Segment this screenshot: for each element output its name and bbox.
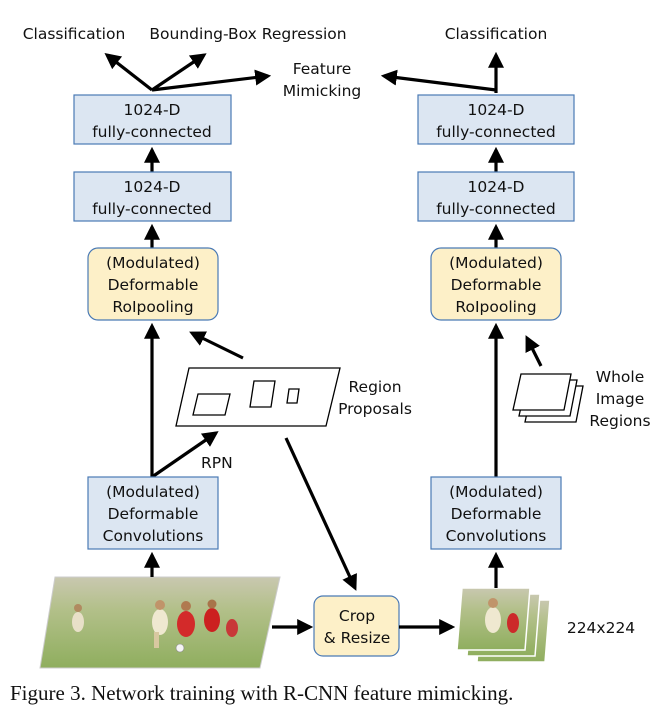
left-fc-bottom-line2: fully-connected (92, 200, 212, 218)
left-fc-bottom-box (73, 171, 232, 222)
left-bbox-regression-label: Bounding-Box Regression (149, 25, 346, 43)
right-roipool-line1: (Modulated) (449, 254, 543, 272)
right-fc-bottom-box (417, 171, 575, 222)
region-proposals-line1: Region (348, 378, 401, 396)
right-roipool-line2: Deformable (451, 276, 542, 294)
whole-image-regions-icon (512, 373, 584, 423)
right-fc-top-line1: 1024-D (468, 101, 525, 119)
right-fc-top-line2: fully-connected (436, 123, 556, 141)
arrow-right-to-mimicking (380, 69, 497, 92)
left-roipool-line3: RoIpooling (112, 298, 193, 316)
figure-caption: Figure 3. Network training with R-CNN fe… (10, 681, 513, 705)
left-fc-bottom-line1: 1024-D (124, 178, 181, 196)
arrow-rpn (151, 431, 219, 479)
left-conv-box (87, 476, 219, 550)
arrow-left-to-mimicking (151, 69, 272, 92)
right-conv-line2: Deformable (451, 505, 542, 523)
crop-resize-line2: & Resize (324, 629, 391, 647)
left-conv-line2: Deformable (108, 505, 199, 523)
right-conv-line3: Convolutions (446, 527, 547, 545)
whole-image-line2: Image (596, 390, 645, 408)
arrow-to-left-classification (104, 53, 153, 92)
left-fc-top-line1: 1024-D (124, 101, 181, 119)
right-fc-bottom-line2: fully-connected (436, 200, 556, 218)
left-roipool-line1: (Modulated) (106, 254, 200, 272)
left-classification-label: Classification (23, 25, 126, 43)
right-roipool-line3: RoIpooling (455, 298, 536, 316)
left-roipool-line2: Deformable (108, 276, 199, 294)
region-proposals-line2: Proposals (338, 400, 412, 418)
feature-mimicking-line2: Mimicking (283, 82, 362, 100)
right-roipool-box (430, 247, 562, 321)
arrow-to-bbox-regression (151, 53, 207, 92)
right-conv-box (430, 476, 562, 550)
left-conv-line3: Convolutions (103, 527, 204, 545)
right-conv-line1: (Modulated) (449, 483, 543, 501)
rpn-label: RPN (201, 454, 233, 472)
region-proposals-icon (175, 367, 341, 427)
crop-resize-box (313, 595, 400, 657)
crop-resize-line1: Crop (339, 607, 375, 625)
input-image (39, 576, 281, 669)
arrow-whole-image-to-pool (525, 335, 543, 367)
left-fc-top-line2: fully-connected (92, 123, 212, 141)
whole-image-line1: Whole (596, 368, 644, 386)
right-fc-top-box (417, 94, 575, 145)
whole-image-line3: Regions (589, 412, 650, 430)
arrow-proposals-to-pool (189, 331, 244, 360)
left-conv-line1: (Modulated) (106, 483, 200, 501)
right-classification-label: Classification (445, 25, 548, 43)
cropped-images-stack (456, 587, 551, 663)
left-fc-top-box (73, 94, 232, 145)
arrow-proposals-to-crop (284, 437, 357, 591)
right-fc-bottom-line1: 1024-D (468, 178, 525, 196)
feature-mimicking-line1: Feature (293, 60, 352, 78)
left-roipool-box (87, 247, 219, 321)
size-label: 224x224 (567, 619, 635, 637)
